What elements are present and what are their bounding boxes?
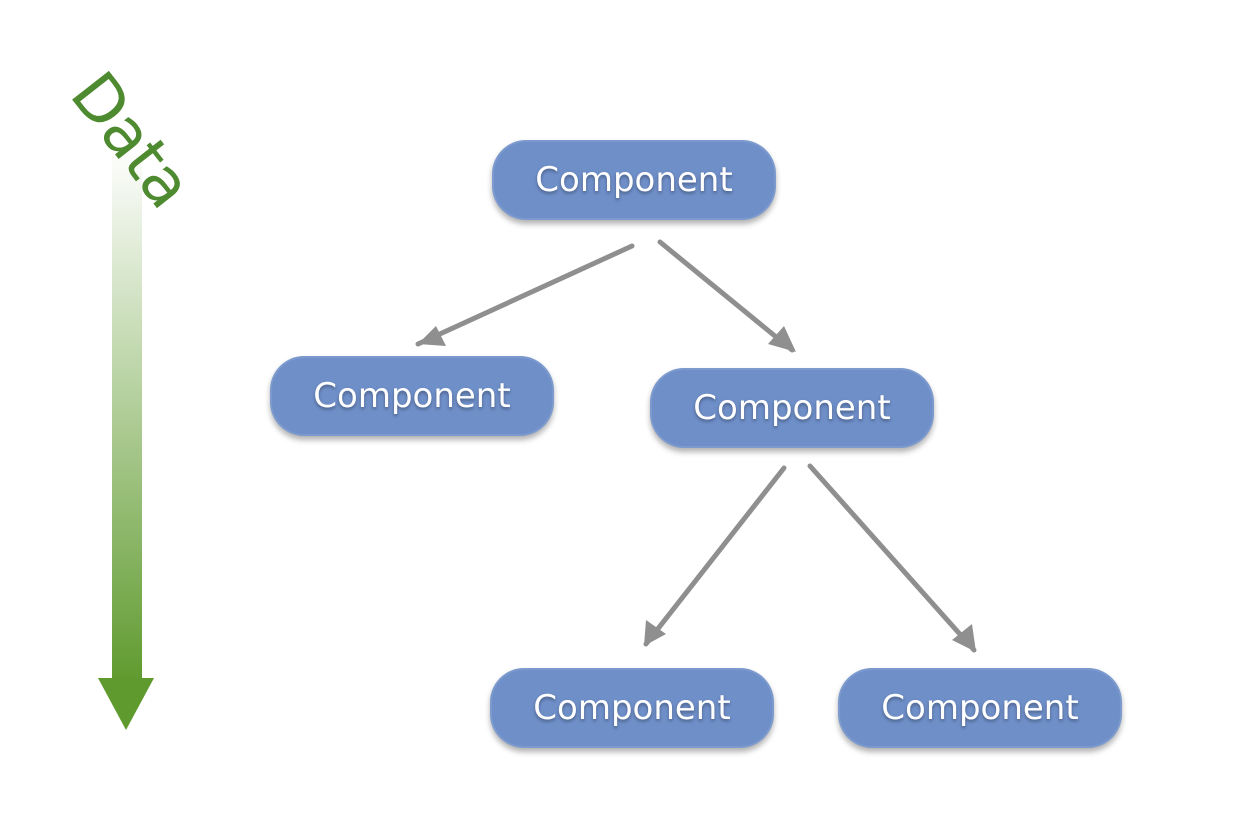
- edge-2-4: [807, 463, 977, 653]
- edge-0-1: [415, 243, 635, 347]
- component-node-bottom-left: Component: [490, 668, 774, 748]
- edge-0-2-head: [768, 326, 796, 352]
- edge-2-4-head: [952, 624, 976, 652]
- component-node-bottom-right: Component: [838, 668, 1122, 748]
- data-arrow-head: [98, 678, 154, 730]
- edge-0-2: [657, 239, 795, 353]
- edge-0-1-head: [418, 326, 446, 346]
- edge-2-3: [643, 465, 787, 647]
- data-arrow-shaft: [112, 148, 142, 684]
- component-node-left: Component: [270, 356, 554, 436]
- data-flow-arrow: [98, 148, 154, 730]
- component-node-right: Component: [650, 368, 934, 448]
- edge-2-3-head: [644, 620, 666, 646]
- component-node-root: Component: [492, 140, 776, 220]
